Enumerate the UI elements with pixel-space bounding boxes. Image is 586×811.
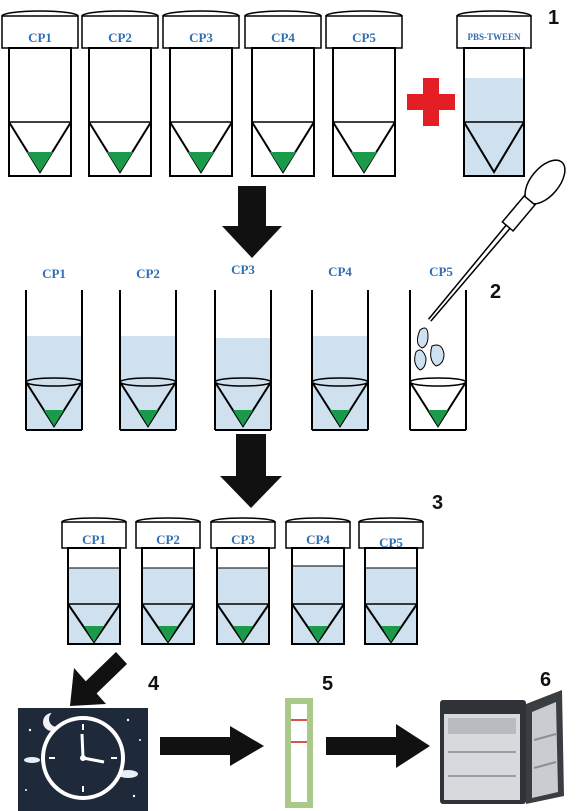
tube-cp5-row2: CP5 xyxy=(409,264,467,431)
step-number: 6 xyxy=(540,669,551,691)
test-strip-icon xyxy=(285,698,313,808)
tube-label: CP5 xyxy=(379,535,403,550)
pipette-icon xyxy=(427,159,566,322)
tube-cp3-row1: CP3 xyxy=(162,10,240,177)
tube-label: CP2 xyxy=(156,532,180,547)
tube-cp1-row1: CP1 xyxy=(1,10,79,177)
tube-cp3-row2: CP3 xyxy=(214,262,272,431)
tube-label: CP1 xyxy=(42,266,66,281)
arrow-down-icon xyxy=(220,434,282,508)
tube-label: CP1 xyxy=(28,30,52,45)
tube-label: CP3 xyxy=(189,30,213,45)
tube-cp4-row3: CP4 xyxy=(285,517,351,645)
step-number: 1 xyxy=(548,7,559,29)
row1-tubes: CP1 CP2 CP3 xyxy=(1,10,403,177)
tube-label: CP5 xyxy=(429,264,453,279)
tube-cp5-row3: CP5 xyxy=(358,517,424,645)
tube-cp1-row3: CP1 xyxy=(61,517,127,645)
tube-label: CP4 xyxy=(306,532,330,547)
arrow-diagonal-icon xyxy=(70,652,127,706)
tube-cp4-row2: CP4 xyxy=(311,264,369,431)
buffer-label: PBS-TWEEN xyxy=(467,32,521,42)
step-number: 4 xyxy=(148,673,160,695)
night-clock-icon xyxy=(18,708,148,811)
droplet-icon xyxy=(414,327,445,371)
tube-label: CP1 xyxy=(82,532,106,547)
tube-label: CP5 xyxy=(352,30,376,45)
tube-label: CP4 xyxy=(328,264,352,279)
row3-tubes: CP1 CP2 CP3 xyxy=(61,517,424,645)
tube-label: CP3 xyxy=(231,262,255,277)
tube-pbs-tween: PBS-TWEEN xyxy=(456,10,532,177)
tube-cp4-row1: CP4 xyxy=(244,10,322,177)
tube-label: CP4 xyxy=(271,30,295,45)
fridge-icon xyxy=(440,690,564,804)
tube-cp2-row3: CP2 xyxy=(135,517,201,645)
row2-tubes: CP1 CP2 CP3 xyxy=(25,262,467,431)
tube-label: CP2 xyxy=(136,266,160,281)
arrow-down-icon xyxy=(222,186,282,258)
step-number: 5 xyxy=(322,673,333,695)
tube-cp5-row1: CP5 xyxy=(325,10,403,177)
arrow-right-icon xyxy=(326,724,430,768)
tube-label: CP2 xyxy=(108,30,132,45)
tube-label: CP3 xyxy=(231,532,255,547)
tube-cp2-row1: CP2 xyxy=(81,10,159,177)
tube-cp2-row2: CP2 xyxy=(119,266,177,431)
step-number: 2 xyxy=(490,281,501,303)
plus-icon xyxy=(407,78,455,126)
arrow-right-icon xyxy=(160,726,264,766)
step-number: 3 xyxy=(432,492,443,514)
tube-cp1-row2: CP1 xyxy=(25,266,83,431)
tube-cp3-row3: CP3 xyxy=(210,517,276,645)
